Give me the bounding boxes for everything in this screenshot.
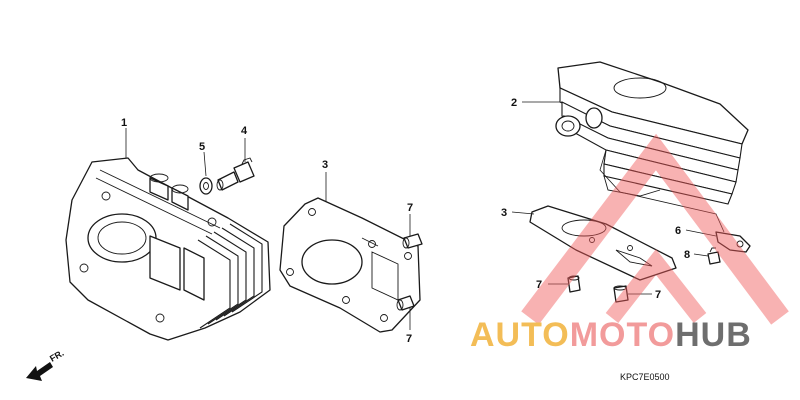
watermark-logo: AUTOMOTOHUB	[470, 133, 789, 354]
cylinder-part-1	[65, 157, 271, 341]
watermark-word-hub: HUB	[675, 316, 752, 354]
watermark-word-moto: MOTO	[570, 316, 675, 354]
leader-lines	[125, 101, 725, 330]
bolt-part-8	[707, 247, 721, 265]
callout-8: 8	[684, 249, 690, 261]
bracket-part-6	[715, 231, 751, 253]
front-arrow-icon	[26, 362, 53, 381]
dowel-pin-part-7-right-upper	[567, 275, 581, 293]
callout-3-right: 3	[501, 207, 507, 219]
front-direction-label: FR.	[48, 348, 66, 364]
cylinder-part-2	[555, 61, 749, 205]
watermark-word-auto: AUTO	[470, 316, 570, 354]
dowel-pin-part-7-left-upper	[402, 233, 423, 249]
callout-7-left-upper: 7	[407, 202, 413, 214]
front-direction-indicator: FR.	[26, 348, 66, 381]
diagram-reference-code: KPC7E0500	[620, 372, 670, 382]
dowel-pin-part-7-right-lower	[613, 285, 629, 303]
callout-7-right-upper: 7	[536, 279, 542, 291]
gasket-part-3-right	[529, 205, 677, 281]
watermark-text: AUTOMOTOHUB	[470, 316, 752, 354]
gasket-part-3-left	[279, 197, 421, 333]
callout-7-right-lower: 7	[655, 289, 661, 301]
callout-5: 5	[199, 141, 205, 153]
sensor-part-4	[216, 157, 255, 191]
dowel-pin-part-7-left-lower	[396, 295, 415, 311]
callout-7-left-lower: 7	[406, 333, 412, 345]
callout-3-left: 3	[322, 159, 328, 171]
callout-4: 4	[241, 125, 248, 137]
washer-part-5	[199, 177, 213, 195]
callout-6: 6	[675, 225, 681, 237]
callout-1: 1	[121, 117, 127, 129]
callout-2: 2	[511, 97, 517, 109]
